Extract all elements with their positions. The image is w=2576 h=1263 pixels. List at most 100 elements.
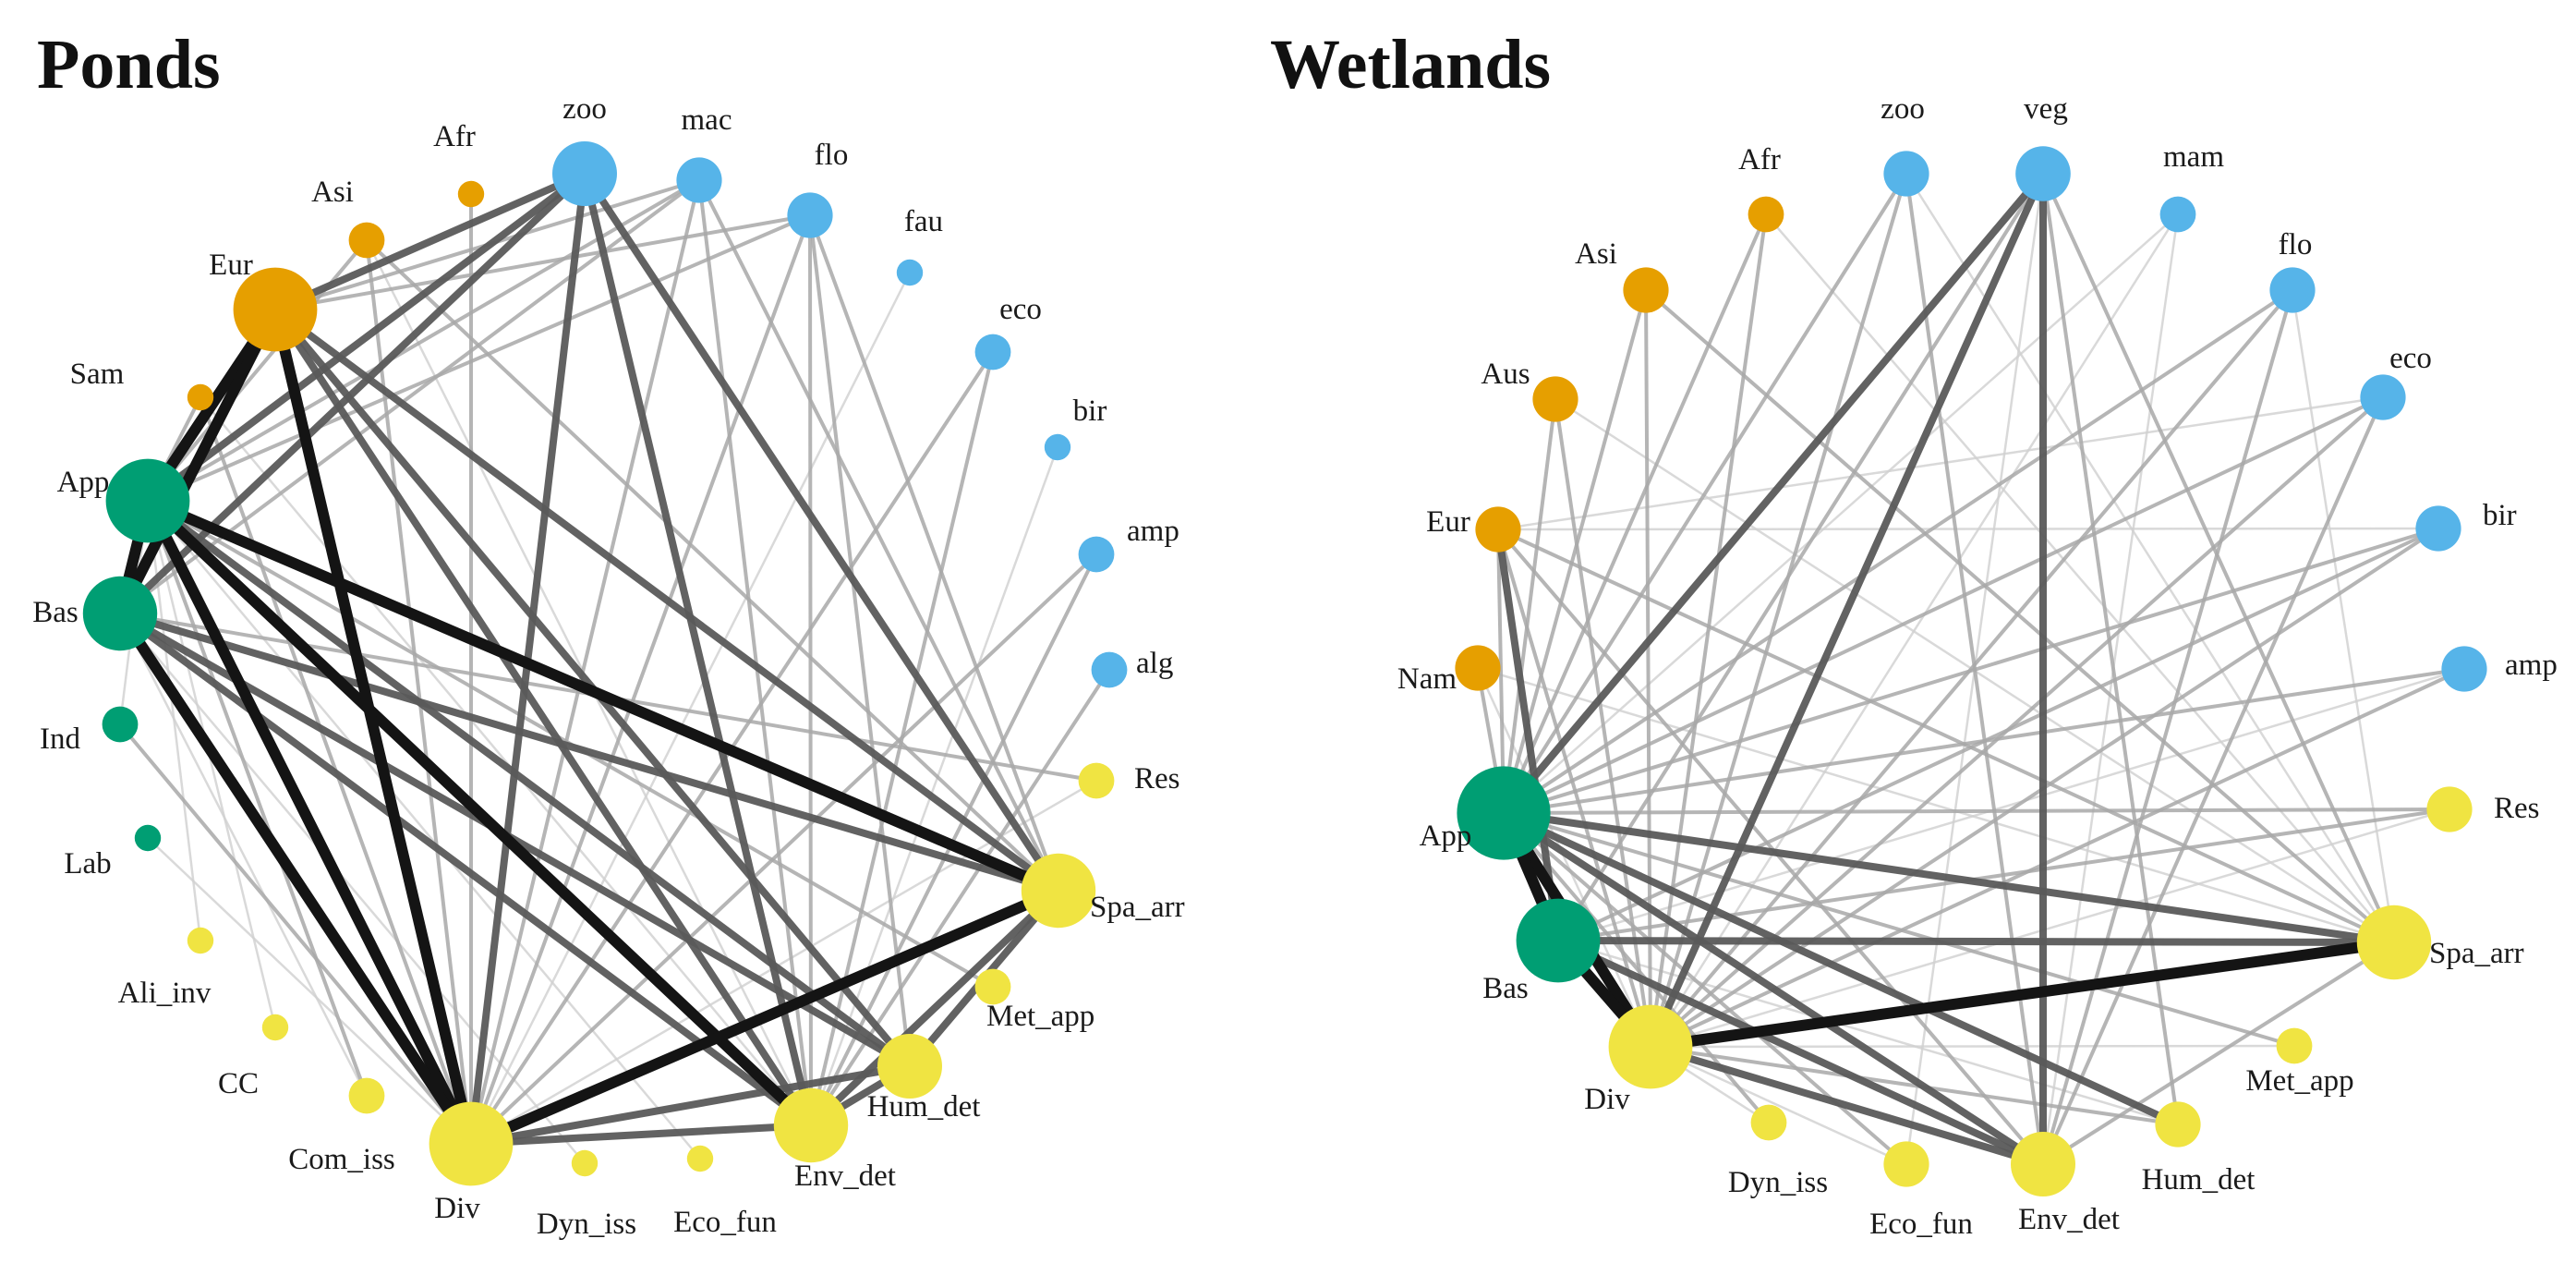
wetlands-edge-veg-App — [1500, 170, 2047, 817]
wetlands-node-label-Dyn_iss: Dyn_iss — [1728, 1166, 1828, 1199]
wetlands-node-Asi — [1623, 267, 1669, 313]
wetlands-node-Spa_arr — [2356, 905, 2432, 980]
wetlands-node-label-Afr: Afr — [1738, 143, 1781, 176]
wetlands-nodes: vegmamfloecobirampResSpa_arrMet_appHum_d… — [1397, 92, 2558, 1241]
wetlands-edge-App-Env_det — [1500, 809, 2047, 1168]
wetlands-edge-amp-Bas — [1556, 667, 2466, 942]
ponds-edge-Eur-Env_det — [272, 306, 815, 1129]
ponds-node-label-mac: mac — [682, 103, 732, 137]
wetlands-node-label-Env_det: Env_det — [2018, 1203, 2120, 1236]
wetlands-node-label-Asi: Asi — [1575, 237, 1617, 271]
wetlands-edge-Nam-Spa_arr — [1476, 666, 2396, 944]
wetlands-edge-Eur-Bas — [1494, 526, 1562, 944]
ponds-node-label-amp: amp — [1127, 515, 1179, 548]
wetlands-edge-Eur-App — [1496, 528, 1506, 815]
ponds-node-Res — [1078, 762, 1115, 799]
ponds-edge-flo-Hum_det — [808, 213, 912, 1068]
wetlands-node-label-Met_app: Met_app — [2245, 1064, 2353, 1098]
wetlands-node-label-zoo: zoo — [1881, 92, 1925, 126]
ponds-node-amp — [1078, 536, 1115, 573]
ponds-node-label-zoo: zoo — [562, 92, 607, 126]
ponds-edge-flo-Div — [469, 213, 812, 1146]
wetlands-edge-Nam-Div — [1476, 666, 1652, 1049]
ponds-node-Spa_arr — [1021, 853, 1096, 929]
wetlands-node-Eur — [1475, 506, 1521, 553]
wetlands-node-eco — [2360, 374, 2406, 420]
ponds-node-CC — [261, 1014, 289, 1041]
ponds-node-label-bir: bir — [1073, 395, 1107, 428]
wetlands-node-mam — [2159, 196, 2196, 233]
wetlands-edge-Bas-Env_det — [1554, 937, 2047, 1168]
ponds-node-Dyn_iss — [571, 1149, 599, 1177]
wetlands-edges — [1476, 170, 2466, 1168]
wetlands-node-label-bir: bir — [2483, 499, 2517, 532]
wetlands-node-label-Spa_arr: Spa_arr — [2429, 937, 2524, 970]
wetlands-edge-App-Hum_det — [1500, 809, 2182, 1128]
ponds-node-label-fau: fau — [904, 205, 943, 238]
wetlands-node-label-Hum_det: Hum_det — [2142, 1163, 2256, 1196]
wetlands-node-label-Div: Div — [1584, 1083, 1630, 1116]
ponds-node-Eur — [233, 267, 318, 352]
ponds-edge-Ind-Div — [118, 723, 473, 1146]
wetlands-edge-Div-Env_det — [1647, 1043, 2047, 1168]
wetlands-node-veg — [2015, 146, 2071, 201]
ponds-edge-Sam-Env_det — [199, 395, 813, 1127]
ponds-node-label-Spa_arr: Spa_arr — [1090, 891, 1185, 924]
wetlands-edge-flo-Env_det — [2041, 288, 2294, 1166]
wetlands-edge-App-Spa_arr — [1500, 809, 2398, 946]
wetlands-node-label-eco: eco — [2389, 342, 2432, 375]
wetlands-node-Res — [2426, 786, 2473, 832]
ponds-node-label-Res: Res — [1134, 762, 1180, 795]
wetlands-node-label-Nam: Nam — [1397, 662, 1457, 696]
ponds-node-Bas — [82, 576, 158, 651]
ponds-edge-alg-Env_det — [809, 668, 1111, 1127]
wetlands-edge-Met_app-App — [1502, 811, 2296, 1048]
wetlands-node-bir — [2415, 505, 2461, 552]
ponds-panel-title: Ponds — [37, 26, 221, 103]
wetlands-node-label-mam: mam — [2163, 140, 2224, 174]
wetlands-edge-amp-Div — [1649, 667, 2466, 1049]
ponds-edge-Bas-Env_det — [116, 610, 815, 1129]
wetlands-edge-eco-Div — [1649, 395, 2385, 1049]
ponds-edge-CC-App — [146, 499, 277, 1029]
wetlands-node-label-App: App — [1420, 820, 1472, 853]
wetlands-edge-bir-Eur — [1496, 527, 2440, 531]
ponds-node-Eco_fun — [686, 1145, 714, 1172]
ponds-edge-zoo-App — [144, 170, 588, 504]
ponds-node-label-Asi: Asi — [311, 176, 354, 209]
wetlands-edge-veg-Div — [1647, 170, 2047, 1050]
wetlands-node-label-Eco_fun: Eco_fun — [1869, 1208, 1973, 1241]
ponds-edge-bir-Env_det — [809, 445, 1059, 1127]
ponds-edge-Eco_fun-App — [146, 499, 702, 1160]
wetlands-node-amp — [2441, 646, 2487, 692]
wetlands-edge-Aus-App — [1502, 397, 1557, 815]
ponds-edge-App-Div — [142, 495, 477, 1149]
ponds-node-Hum_det — [877, 1034, 942, 1099]
wetlands-edge-flo-Div — [1649, 288, 2294, 1049]
wetlands-edge-eco-App — [1502, 395, 2385, 815]
ponds-edge-App-Hum_det — [144, 497, 913, 1070]
wetlands-node-label-Bas: Bas — [1482, 972, 1529, 1005]
ponds-node-label-Dyn_iss: Dyn_iss — [537, 1208, 636, 1241]
wetlands-edge-Afr-App — [1502, 213, 1768, 815]
ponds-node-Met_app — [974, 968, 1011, 1005]
ponds-edge-Eur-Spa_arr — [272, 306, 1062, 894]
wetlands-edge-veg-Spa_arr — [2041, 172, 2396, 944]
wetlands-node-label-Res: Res — [2494, 792, 2540, 825]
ponds-edge-Div-Spa_arr — [466, 885, 1064, 1149]
wetlands-edge-mam-App — [1502, 213, 2180, 815]
wetlands-node-zoo — [1883, 151, 1929, 197]
ponds-edge-mac-App — [146, 178, 701, 503]
wetlands-edge-Afr-Div — [1649, 213, 1768, 1049]
ponds-node-label-flo: flo — [815, 139, 849, 172]
ponds-edge-Asi-Spa_arr — [365, 238, 1060, 893]
ponds-edge-Bas-Spa_arr — [116, 610, 1062, 894]
ponds-node-alg — [1091, 651, 1128, 688]
ponds-edge-flo-Eur — [273, 213, 812, 311]
wetlands-node-label-flo: flo — [2279, 228, 2313, 261]
ponds-edge-flo-App — [146, 213, 812, 503]
ponds-edge-zoo-Eur — [272, 170, 588, 313]
wetlands-node-App — [1457, 766, 1551, 860]
ponds-edge-Div-Hum_det — [467, 1063, 913, 1148]
